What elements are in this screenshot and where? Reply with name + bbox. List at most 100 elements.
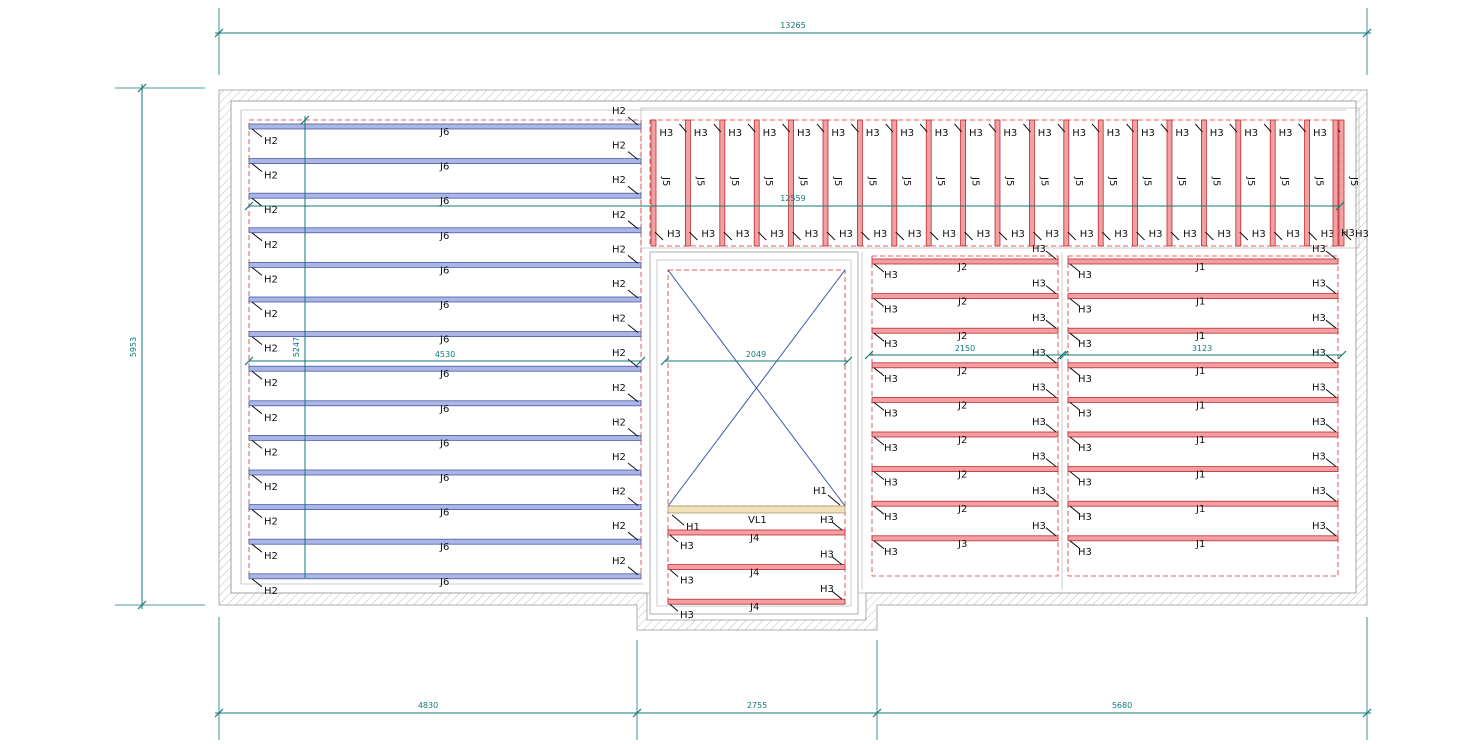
joist-j5	[994, 119, 1001, 247]
hanger-h3-label: H3	[1032, 279, 1046, 290]
hanger-h2-label: H2	[612, 383, 626, 394]
hanger-tag	[1325, 389, 1337, 398]
hanger-h3-label: H3	[1032, 521, 1046, 532]
hanger-h2-label: H2	[264, 205, 278, 216]
hanger-h3-label: H3	[1080, 229, 1094, 240]
hanger-tag	[1069, 298, 1081, 307]
hanger-h2-label: H2	[264, 586, 278, 597]
j1-joists: J1H3H3J1H3H3J1H3H3J1H3H3J1H3H3J1H3H3J1H3…	[1067, 244, 1339, 558]
hanger-tag	[251, 163, 263, 172]
joist-j5	[1166, 119, 1173, 247]
joist-j4	[667, 598, 846, 605]
hanger-h2-label: H2	[264, 551, 278, 562]
hanger-h1-tag-right	[827, 494, 841, 506]
hanger-tag	[816, 123, 825, 133]
hanger-h3-label: H3	[1141, 128, 1155, 139]
joist-j5-label: J5	[832, 176, 843, 186]
joist-j5-label: J5	[1245, 176, 1256, 186]
hanger-tag	[251, 336, 263, 345]
hanger-tag	[1342, 231, 1352, 241]
hanger-tag	[251, 405, 263, 415]
zone-j1-border	[1067, 255, 1339, 577]
hanger-tag	[1170, 231, 1180, 241]
hanger-tag	[1308, 231, 1317, 241]
hanger-tag	[1160, 123, 1169, 133]
hanger-h3-label: H3	[884, 270, 898, 281]
hanger-tag	[251, 440, 263, 449]
joist-j5-label: J5	[1176, 176, 1187, 186]
hanger-h3-label: H3	[1032, 382, 1046, 393]
joist-j6-label: J6	[439, 369, 449, 380]
hanger-h2-label: H2	[264, 240, 278, 251]
hanger-h3-label: H3	[1341, 228, 1355, 239]
hanger-tag	[1325, 250, 1337, 260]
hanger-tag	[873, 505, 885, 515]
hanger-h1-tag-left	[671, 514, 685, 526]
hanger-tag	[782, 123, 790, 133]
hanger-tag	[679, 123, 687, 133]
hanger-h3-label: H3	[763, 128, 777, 139]
dim-opening-width: 2049	[746, 350, 766, 359]
hanger-h3-label: H3	[797, 128, 811, 139]
hanger-tag	[627, 497, 639, 506]
dim-bottom-right: 5680	[1112, 701, 1132, 710]
hanger-tag	[1069, 505, 1081, 515]
hanger-tag	[627, 566, 639, 576]
hanger-h2-label: H2	[612, 417, 626, 428]
joist-j2	[871, 293, 1059, 300]
joist-j2-label: J2	[957, 331, 967, 342]
dim-tick	[244, 356, 254, 366]
joist-j1	[1067, 431, 1339, 438]
joist-j5-label: J5	[1314, 176, 1325, 186]
hanger-h3-label: H3	[839, 229, 853, 240]
hanger-tag	[895, 231, 905, 241]
hanger-tag	[251, 543, 263, 553]
hanger-tag	[1101, 231, 1111, 241]
hanger-tag	[1045, 423, 1057, 433]
hanger-h3-label: H3	[1244, 128, 1258, 139]
joist-j5	[1063, 119, 1070, 247]
hanger-tag	[627, 462, 639, 472]
hanger-h3-label: H3	[1078, 408, 1092, 419]
joist-j6	[248, 331, 642, 338]
joist-j2-label: J2	[957, 366, 967, 377]
hanger-tag	[1067, 231, 1077, 241]
dim-tick	[1335, 201, 1345, 211]
dim-top-span: 12559	[780, 194, 805, 203]
hanger-h3-label: H3	[1286, 229, 1300, 240]
hanger-h1-label-left: H1	[686, 522, 700, 533]
hanger-h3-label: H3	[1312, 382, 1326, 393]
hanger-tag	[689, 231, 698, 241]
hanger-tag	[627, 255, 639, 264]
hanger-tag	[669, 534, 679, 543]
dim-j1-zone-width: 3123	[1192, 344, 1212, 353]
joist-j6	[248, 158, 642, 165]
hanger-tag	[988, 123, 997, 133]
joist-j5	[1332, 119, 1339, 247]
joist-j5-label: J5	[970, 176, 981, 186]
joist-j1	[1067, 466, 1339, 473]
joist-j5-label: J5	[763, 176, 774, 186]
hanger-tag	[627, 220, 639, 230]
hanger-tag	[1045, 319, 1057, 329]
hanger-tag	[723, 231, 733, 241]
hanger-h2-label: H2	[264, 274, 278, 285]
hanger-h3-label: H3	[1078, 443, 1092, 454]
hanger-tag	[1023, 123, 1031, 133]
hanger-h3-label: H3	[1312, 244, 1326, 255]
hanger-h3-label: H3	[908, 229, 922, 240]
dim-zone-left-width: 4530	[435, 350, 455, 359]
hanger-tag	[1239, 231, 1249, 241]
hanger-h3-label: H3	[1312, 452, 1326, 463]
hanger-tag	[1045, 458, 1057, 467]
hanger-h3-label: H3	[969, 128, 983, 139]
joist-j5	[891, 119, 898, 247]
joist-j5-label: J5	[901, 176, 912, 186]
joist-j5-label: J5	[1004, 176, 1015, 186]
joist-j5-label: J5	[1210, 176, 1221, 186]
joist-j1-label: J1	[1195, 435, 1205, 446]
hanger-h3-label: H3	[884, 547, 898, 558]
joist-j5	[1132, 119, 1138, 247]
hanger-h2-label: H2	[264, 378, 278, 389]
